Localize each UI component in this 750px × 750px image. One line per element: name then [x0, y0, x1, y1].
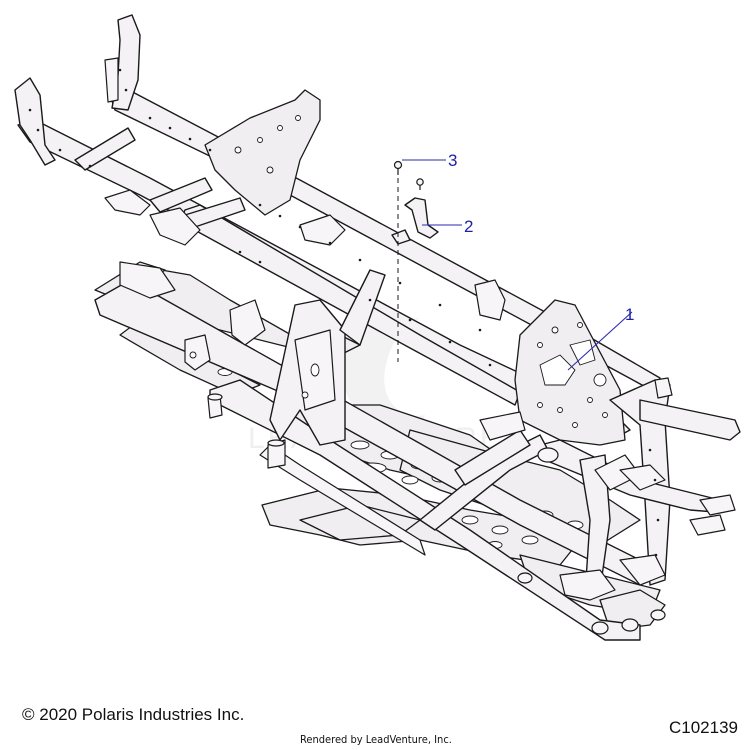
front-frame [419, 377, 741, 601]
seat-support [184, 269, 386, 446]
center-posts [207, 393, 286, 469]
rear-uprights [14, 14, 141, 166]
rear-plate-holes [234, 115, 301, 174]
callout-1-label: 1 [625, 305, 634, 324]
lower-side-rails [94, 279, 666, 641]
callout-3-label: 3 [448, 151, 457, 170]
callout-2-label: 2 [464, 217, 473, 236]
bulkhead-holes [537, 322, 608, 428]
callout-1: 1 [567, 305, 634, 371]
rear-brackets [104, 189, 506, 321]
front-mount-circles [517, 447, 666, 635]
rail-dots [28, 68, 660, 557]
callout-3: 3 [402, 151, 457, 170]
bolt-parts [393, 160, 424, 190]
rendered-by-text: Rendered by LeadVenture, Inc. [300, 733, 452, 746]
copyright-text: © 2020 Polaris Industries Inc. [22, 705, 245, 724]
callout-2: 2 [422, 217, 473, 236]
bracket-part [391, 197, 439, 245]
rear-plate [204, 89, 321, 216]
diagram-code: C102139 [668, 718, 738, 737]
